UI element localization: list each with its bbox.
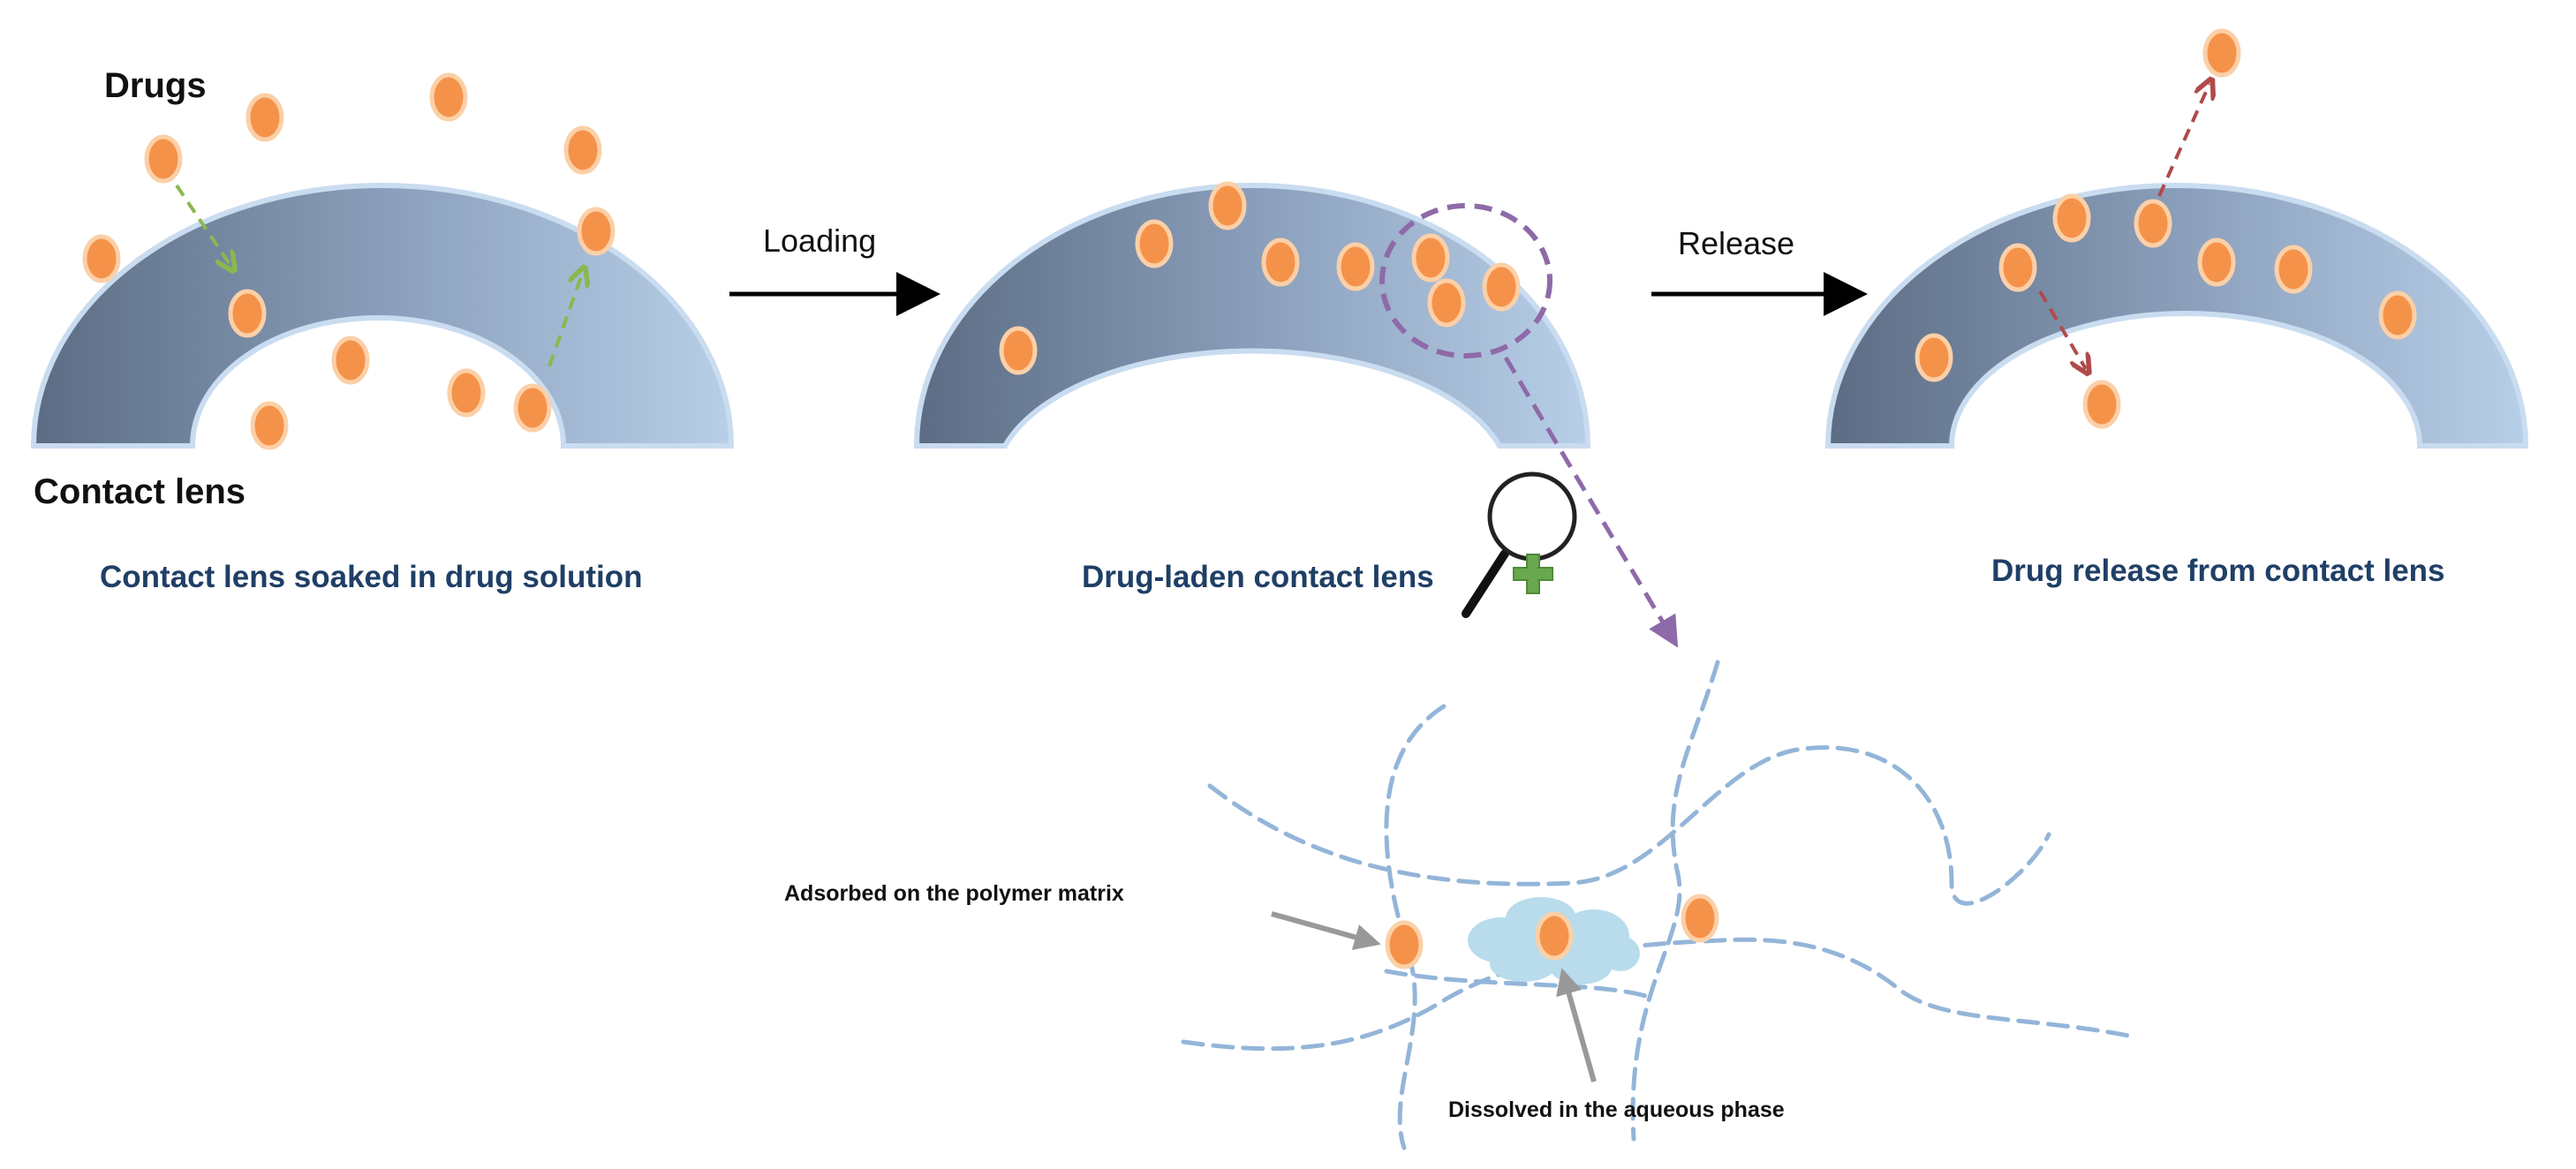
drug-particle bbox=[144, 134, 183, 184]
drug-particle bbox=[246, 93, 284, 142]
dissolved-pointer-arrow bbox=[1556, 968, 1597, 1082]
caption-release: Drug release from contact lens bbox=[1991, 554, 2445, 588]
release-direction-arrow bbox=[2157, 84, 2210, 197]
drug-particle bbox=[1135, 219, 1174, 268]
drug-particle bbox=[2378, 290, 2417, 340]
drug-particle bbox=[1411, 233, 1450, 283]
polymer-chain bbox=[1181, 937, 2140, 1052]
polymer-chain bbox=[1207, 745, 2051, 906]
polymer-chain bbox=[1630, 660, 1720, 1142]
drug-particles-release bbox=[1915, 28, 2417, 429]
loading-direction-arrow bbox=[548, 272, 583, 367]
stage-laden: Drug-laden contact lens bbox=[913, 181, 1679, 648]
zoom-pointer-arrow bbox=[1503, 356, 1679, 648]
drug-particle bbox=[447, 368, 486, 418]
stage-release: Drug release from contact lens bbox=[1824, 28, 2529, 588]
drug-dissolved bbox=[1535, 911, 1574, 961]
drug-particle bbox=[563, 125, 602, 175]
drug-particle bbox=[999, 326, 1038, 375]
drug-particle bbox=[228, 289, 267, 338]
contact-lens-laden bbox=[913, 183, 1591, 449]
adsorbed-pointer-arrow bbox=[1271, 911, 1381, 950]
drugs-label: Drugs bbox=[104, 66, 207, 105]
drug-particle bbox=[2274, 245, 2313, 294]
polymer-chain bbox=[1384, 969, 1654, 1000]
dissolved-label: Dissolved in the aqueous phase bbox=[1448, 1097, 1785, 1122]
drug-particle bbox=[1261, 238, 1300, 287]
drug-particle bbox=[1208, 181, 1247, 230]
drug-particle bbox=[82, 234, 121, 283]
drug-particle bbox=[1915, 333, 1953, 382]
drug-particle bbox=[250, 401, 289, 450]
drug-particle bbox=[1427, 278, 1466, 328]
polymer-chains bbox=[1181, 660, 2140, 1150]
drug-particle bbox=[1336, 242, 1375, 291]
drug-particle bbox=[2202, 28, 2241, 78]
release-label: Release bbox=[1678, 225, 1794, 261]
polymer-network-detail: Adsorbed on the polymer matrix Dissolved… bbox=[784, 660, 2140, 1150]
drug-particle bbox=[577, 207, 616, 256]
drug-particle bbox=[2134, 199, 2172, 248]
drug-particles-laden bbox=[999, 181, 1521, 375]
release-step: Release bbox=[1651, 225, 1868, 316]
loading-direction-arrow bbox=[175, 184, 231, 267]
aqueous-phase-cloud bbox=[1468, 897, 1640, 984]
drug-particles-soaked bbox=[82, 72, 616, 450]
adsorbed-label: Adsorbed on the polymer matrix bbox=[784, 881, 1124, 906]
drug-particle bbox=[2052, 193, 2091, 243]
drug-particle bbox=[1998, 243, 2037, 292]
drug-particle bbox=[513, 383, 552, 433]
polymer-chain bbox=[1384, 704, 1447, 1150]
drug-adsorbed bbox=[1385, 920, 1424, 969]
stage-soaked: Drugs Contact lens Contact lens soaked i… bbox=[30, 66, 735, 594]
plus-icon bbox=[1513, 554, 1553, 594]
caption-soaked: Contact lens soaked in drug solution bbox=[100, 560, 643, 594]
drug-particle bbox=[429, 72, 468, 122]
drug-adsorbed bbox=[1681, 894, 1719, 943]
drug-particle bbox=[1482, 262, 1521, 312]
contact-lens-soaked bbox=[30, 183, 735, 449]
drug-particle bbox=[2082, 380, 2121, 429]
magnifier-icon bbox=[1462, 471, 1577, 618]
drug-particle bbox=[331, 336, 370, 385]
zoom-region-marker bbox=[1379, 203, 1552, 358]
loading-step: Loading bbox=[729, 222, 941, 316]
caption-laden: Drug-laden contact lens bbox=[1082, 560, 1434, 594]
contact-lens-release bbox=[1824, 183, 2529, 449]
drug-particle bbox=[2197, 238, 2236, 287]
contact-lens-label: Contact lens bbox=[34, 472, 246, 511]
loading-label: Loading bbox=[763, 222, 876, 259]
release-direction-arrow bbox=[2038, 290, 2086, 369]
